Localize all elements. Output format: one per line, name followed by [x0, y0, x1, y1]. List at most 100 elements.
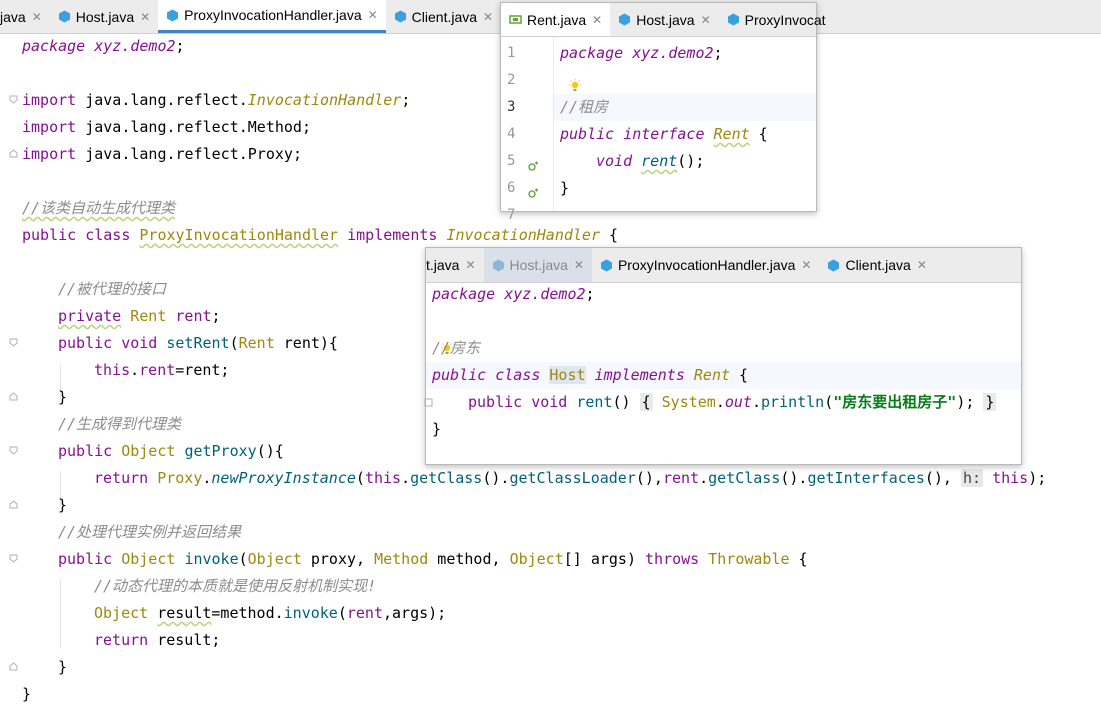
line-number: 7 — [507, 207, 516, 223]
current-line-highlight — [426, 362, 1021, 389]
fold-icon[interactable] — [9, 149, 18, 158]
implemented-icon[interactable] — [527, 188, 539, 200]
selected-identifier[interactable]: Host — [549, 366, 586, 384]
code-line-13: this.rent=rent; — [94, 361, 230, 379]
tab-host-java[interactable]: Host.java ✕ — [483, 248, 592, 282]
fold-icon[interactable] — [9, 500, 18, 509]
fold-icon[interactable] — [9, 662, 18, 671]
tab-rent-java[interactable]: Rent.java ✕ — [501, 3, 611, 36]
indent-guide — [60, 364, 61, 399]
java-class-icon — [492, 259, 505, 272]
code-line-5: import java.lang.reflect.Proxy; — [22, 145, 302, 163]
implemented-icon[interactable] — [527, 161, 539, 173]
close-icon[interactable]: ✕ — [801, 258, 812, 272]
tab-partial-java[interactable]: java ✕ — [0, 0, 50, 33]
code-line-22: Object result=method.invoke(rent,args); — [94, 604, 447, 622]
code-line-4: public interface Rent { — [560, 125, 768, 143]
code-line-3: //房东 — [432, 339, 481, 357]
tab-label: ProxyInvocationHandler.java — [617, 257, 796, 273]
close-icon[interactable]: ✕ — [700, 12, 711, 27]
tab-label: Host.java — [636, 11, 695, 28]
code-line-1: package xyz.demo2; — [560, 44, 723, 62]
code-line-20: public Object invoke(Object proxy, Metho… — [58, 550, 808, 568]
preview-tab-bar: t.java ✕ Host.java ✕ ProxyInvocationHand… — [426, 248, 1021, 283]
line-number: 5 — [507, 153, 516, 169]
tab-label: Client.java — [411, 8, 478, 25]
tab-client-java[interactable]: Client.java ✕ — [386, 0, 501, 33]
java-class-icon — [600, 259, 613, 272]
java-class-icon — [166, 9, 179, 22]
code-line-14: } — [58, 388, 68, 406]
line-number: 3 — [507, 99, 516, 115]
close-icon[interactable]: ✕ — [483, 9, 494, 24]
tab-host-java[interactable]: Host.java ✕ — [610, 3, 718, 36]
tab-host-java[interactable]: Host.java ✕ — [50, 0, 158, 33]
close-icon[interactable]: ✕ — [140, 9, 151, 24]
java-class-icon — [394, 10, 407, 23]
code-line-3: import java.lang.reflect.InvocationHandl… — [22, 91, 411, 109]
code-line-24: } — [58, 658, 68, 676]
fold-icon[interactable] — [9, 446, 18, 455]
tab-label: ProxyInvocationHandler.java — [184, 7, 362, 23]
code-line-4: import java.lang.reflect.Method; — [22, 118, 311, 136]
close-icon[interactable]: ✕ — [916, 258, 927, 272]
line-number: 4 — [507, 126, 516, 142]
code-line-1: package xyz.demo2; — [22, 37, 185, 55]
line-number: 6 — [507, 180, 516, 196]
code-line-25: } — [22, 685, 32, 703]
java-class-icon — [827, 259, 840, 272]
fold-icon[interactable] — [424, 398, 433, 407]
code-line-10: //被代理的接口 — [58, 280, 167, 298]
code-line-12: public void setRent(Rent rent){ — [58, 334, 338, 352]
tab-client-java[interactable]: Client.java ✕ — [819, 248, 934, 282]
current-line-highlight — [553, 94, 816, 121]
tab-proxy-invocation-handler[interactable]: ProxyInvocationHandler.java ✕ — [592, 248, 820, 282]
tab-label: java — [0, 8, 26, 25]
close-icon[interactable]: ✕ — [573, 258, 584, 272]
tab-label: ProxyInvocat — [744, 11, 826, 28]
tab-label: Rent.java — [527, 11, 587, 28]
code-line-7: //该类自动生成代理类 — [22, 199, 176, 217]
interface-icon — [509, 13, 522, 26]
code-editor[interactable]: package xyz.demo2; import java.lang.refl… — [0, 34, 1101, 703]
code-line-6: } — [560, 179, 570, 197]
line-number: 1 — [507, 45, 516, 61]
java-class-icon — [618, 13, 631, 26]
tab-label: Host.java — [75, 8, 135, 25]
code-line-5: public void rent() { System.out.println(… — [468, 393, 997, 411]
line-number-gutter: 1 2 3 4 5 6 7 — [501, 37, 554, 223]
tab-label: t.java — [426, 257, 460, 273]
code-line-8: public class ProxyInvocationHandler impl… — [22, 226, 619, 244]
tab-partial-java[interactable]: t.java ✕ — [426, 248, 484, 282]
fold-icon[interactable] — [9, 338, 18, 347]
code-line-21: //动态代理的本质就是使用反射机制实现! — [94, 577, 377, 595]
indent-guide — [60, 471, 61, 506]
code-line-1: package xyz.demo2; — [432, 285, 595, 303]
tab-proxy-invocation-handler[interactable]: ProxyInvocationHandler.java ✕ — [158, 0, 386, 33]
close-icon[interactable]: ✕ — [367, 8, 378, 22]
java-class-icon — [58, 10, 71, 23]
code-line-18: } — [58, 496, 68, 514]
code-line-3: //租房 — [560, 98, 609, 116]
indent-guide — [60, 579, 61, 649]
close-icon[interactable]: ✕ — [31, 9, 42, 24]
preview-tab-bar: Rent.java ✕ Host.java ✕ ProxyInvocat — [501, 3, 826, 37]
code-line-4: public class Host implements Rent { — [432, 366, 749, 384]
fold-icon[interactable] — [9, 392, 18, 401]
rent-java-preview-window[interactable]: Rent.java ✕ Host.java ✕ ProxyInvocat 1 2… — [500, 2, 826, 223]
tab-label: Client.java — [845, 257, 911, 273]
tab-label: Host.java — [509, 257, 568, 273]
host-java-preview-window[interactable]: t.java ✕ Host.java ✕ ProxyInvocationHand… — [424, 247, 1022, 465]
close-icon[interactable]: ✕ — [592, 12, 603, 27]
code-line-17: return Proxy.newProxyInstance(this.getCl… — [94, 469, 1047, 487]
code-line-11: private Rent rent; — [58, 307, 221, 325]
lightbulb-icon[interactable] — [440, 342, 454, 358]
fold-icon[interactable] — [9, 95, 18, 104]
close-icon[interactable]: ✕ — [465, 258, 476, 272]
lightbulb-icon[interactable] — [568, 79, 582, 95]
code-line-5: void rent(); — [596, 152, 705, 170]
tab-proxy-invocat[interactable]: ProxyInvocat — [719, 3, 834, 36]
code-line-15: //生成得到代理类 — [58, 415, 182, 433]
fold-icon[interactable] — [9, 554, 18, 563]
java-class-icon — [727, 13, 740, 26]
